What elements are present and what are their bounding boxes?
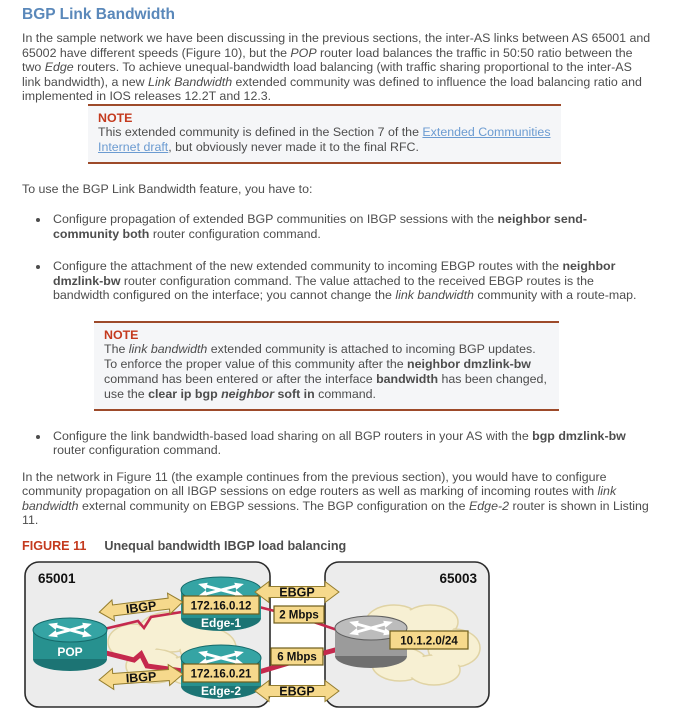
text-segment: routers. To achieve unequal-bandwidth lo… [22, 60, 632, 89]
prefix-label: 10.1.2.0/24 [389, 629, 469, 650]
text-segment: Edge-2 [469, 498, 509, 513]
text-segment: soft in [274, 386, 315, 401]
text-segment: This extended community is defined in th… [98, 124, 423, 139]
svg-text:172.16.0.21: 172.16.0.21 [191, 668, 252, 680]
text-segment: command. [314, 386, 376, 401]
text-segment: command has been entered or after the in… [104, 371, 377, 386]
text-segment: has been changed, use the [104, 371, 547, 401]
svg-text:172.16.0.12: 172.16.0.12 [191, 600, 252, 612]
ibgp-arrow-bottom: IBGP [98, 663, 184, 690]
svg-text:2 Mbps: 2 Mbps [279, 609, 319, 621]
router-arrows-icon [48, 622, 92, 637]
edge2-name-label: Edge-2 [201, 684, 241, 698]
note-body: The link bandwidth extended community is… [104, 342, 549, 402]
ebgp-bottom-label: EBGP [279, 684, 314, 698]
bandwidth-label-6mbps: 6 Mbps [270, 646, 324, 666]
ibgp-bottom-label: IBGP [125, 669, 156, 685]
text-segment: link bandwidth [395, 288, 474, 302]
edge1-ip-label: 172.16.0.12 [182, 594, 260, 615]
router-arrows-icon [198, 650, 244, 665]
svg-text:6 Mbps: 6 Mbps [277, 651, 317, 663]
text-segment: extended community was defined to influe… [22, 74, 642, 104]
text-segment: POP [290, 45, 317, 60]
text-segment: neighbor send-community both [53, 212, 587, 241]
note-box-1: NOTE This extended community is defined … [88, 103, 561, 164]
ebgp-top-label: EBGP [279, 585, 314, 599]
ebgp-arrow-bottom: EBGP [254, 679, 340, 702]
edge1-name-label: Edge-1 [201, 616, 241, 630]
link-pop-edge2 [101, 649, 191, 674]
cloud-right [365, 603, 481, 686]
inline-link[interactable]: Extended Communities Internet draft [98, 124, 551, 154]
text-segment: router configuration command. [149, 226, 321, 241]
text-segment: external community on EBGP sessions. The… [78, 498, 470, 513]
note-label: NOTE [104, 327, 139, 342]
text-segment: clear ip bgp [148, 386, 222, 401]
list-item: Configure propagation of extended BGP co… [50, 212, 651, 241]
note-label: NOTE [98, 110, 133, 125]
text-segment: neighbor dmzlink-bw [407, 356, 531, 371]
figure-11-diagram: 65001 65003 [24, 560, 490, 708]
text-segment: Link Bandwidth [148, 74, 233, 89]
page-title: BGP Link Bandwidth [22, 6, 175, 23]
lead-paragraph: To use the BGP Link Bandwidth feature, y… [22, 181, 313, 196]
note-box-2: NOTE The link bandwidth extended communi… [94, 320, 559, 411]
text-segment: In the network in Figure 11 (the example… [22, 469, 607, 499]
figure-caption: FIGURE 11 Unequal bandwidth IBGP load ba… [22, 539, 651, 553]
text-segment: The [104, 341, 129, 356]
pop-label: POP [57, 645, 82, 659]
as65001-label: 65001 [38, 571, 76, 586]
figure-title: Unequal bandwidth IBGP load balancing [104, 538, 347, 553]
ebgp-arrow-top: EBGP [254, 580, 340, 603]
router-arrows-icon [349, 620, 393, 635]
text-segment: link bandwidth [22, 484, 617, 513]
as65003-label: 65003 [439, 571, 477, 586]
note-body: This extended community is defined in th… [98, 125, 551, 155]
router-pop: POP [32, 617, 108, 671]
text-segment: bandwidth [376, 371, 439, 386]
text-segment: bgp dmzlink-bw [532, 428, 626, 443]
intro-paragraph: In the sample network we have been discu… [22, 31, 651, 104]
list-item: Configure the link bandwidth-based load … [50, 429, 651, 458]
ibgp-top-label: IBGP [125, 598, 157, 616]
text-segment: router configuration command. The value … [53, 273, 594, 303]
list-item: Configure the attachment of the new exte… [50, 259, 651, 303]
text-segment: router load balances the traffic in 50:5… [22, 45, 633, 75]
router-arrows-icon [198, 582, 244, 597]
text-segment: , but obviously never made it to the fin… [168, 139, 419, 154]
figure-label: FIGURE 11 [22, 538, 87, 553]
text-segment: neighbor [221, 386, 275, 401]
text-segment: Configure the attachment of the new exte… [53, 259, 563, 273]
bandwidth-label-2mbps: 2 Mbps [273, 604, 325, 624]
text-segment: link bandwidth [128, 341, 208, 356]
text-segment: Configure propagation of extended BGP co… [53, 212, 498, 226]
edge2-ip-label: 172.16.0.21 [182, 662, 260, 683]
closing-paragraph: In the network in Figure 11 (the example… [22, 470, 651, 528]
text-segment: extended community is attached to incomi… [104, 341, 536, 371]
bullet-list-continued: Configure the link bandwidth-based load … [22, 429, 651, 458]
text-segment: community with a route-map. [473, 288, 637, 302]
text-segment: Edge [44, 60, 74, 74]
bullet-list: Configure propagation of extended BGP co… [22, 212, 651, 303]
ibgp-arrow-top: IBGP [98, 591, 184, 622]
link-pop-edge1 [103, 609, 189, 630]
text-segment: Configure the link bandwidth-based load … [53, 428, 533, 443]
text-segment: In the sample network we have been discu… [22, 31, 651, 60]
router-core [334, 615, 408, 668]
text-segment: router configuration command. [53, 443, 222, 457]
text-segment: neighbor dmzlink-bw [53, 259, 616, 288]
text-segment: router is shown in Listing 11. [22, 498, 649, 528]
svg-text:10.1.2.0/24: 10.1.2.0/24 [400, 635, 458, 647]
